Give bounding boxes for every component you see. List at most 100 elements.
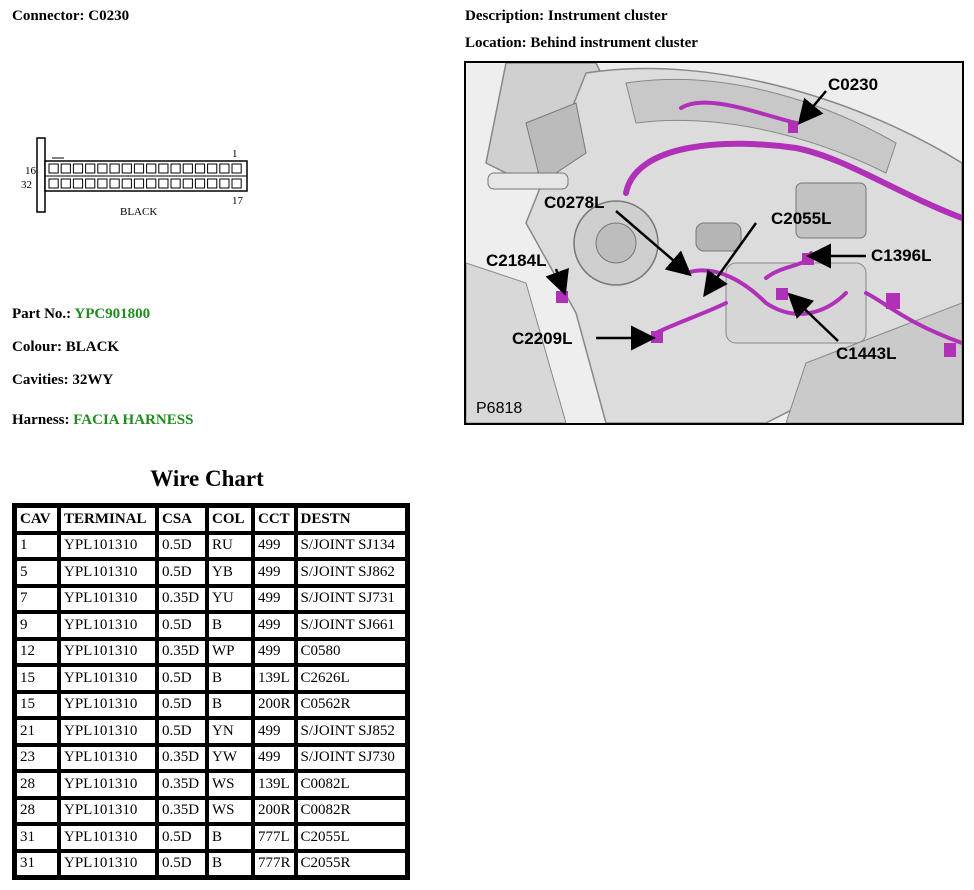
cavity-slot	[146, 163, 157, 174]
cavity-slot	[109, 163, 120, 174]
callout-c2209l: C2209L	[512, 329, 572, 348]
harness-link[interactable]: FACIA HARNESS	[73, 412, 194, 428]
colour-key: Colour:	[12, 339, 62, 355]
callout-c2055l: C2055L	[771, 209, 831, 228]
c2184l-connector-shape	[556, 291, 568, 303]
callout-c1443l: C1443L	[836, 344, 896, 363]
cavity-slot	[72, 178, 84, 189]
part-number: Part No.: YPC901800	[12, 306, 150, 323]
cell-cav: 23	[15, 744, 59, 771]
cell-col: YB	[207, 559, 253, 586]
cell-cct: 499	[253, 718, 296, 745]
header-terminal: TERMINAL	[59, 506, 157, 533]
callout-c0230: C0230	[828, 75, 878, 94]
cell-col: YN	[207, 718, 253, 745]
description-value: Instrument cluster	[547, 8, 668, 24]
cell-col: YW	[207, 744, 253, 771]
cavity-slot	[194, 163, 206, 174]
cell-cav: 28	[15, 771, 59, 798]
c1443l-connector-shape	[776, 288, 788, 300]
pin-label-16: 16	[25, 165, 37, 177]
cell-terminal: YPL101310	[59, 691, 157, 718]
cavities-key: Cavities:	[12, 372, 69, 388]
colour-value: BLACK	[65, 339, 120, 355]
cell-csa: 0.35D	[157, 638, 207, 665]
cavity-slot	[207, 178, 218, 189]
harness-key: Harness:	[12, 412, 70, 428]
cell-cav: 12	[15, 638, 59, 665]
cavity-slot	[60, 178, 71, 189]
cell-terminal: YPL101310	[59, 638, 157, 665]
pin-label-1: 1	[232, 148, 238, 160]
cell-col: B	[207, 665, 253, 692]
cell-col: WS	[207, 771, 253, 798]
cell-col: YU	[207, 585, 253, 612]
connector-id: C0230	[88, 8, 130, 24]
cell-terminal: YPL101310	[59, 824, 157, 851]
cell-destn: C0580	[295, 638, 407, 665]
cell-cct: 777L	[253, 824, 296, 851]
cell-cct: 777R	[253, 850, 296, 877]
description-label-key: Description:	[465, 8, 545, 24]
cell-destn: C2055L	[295, 824, 407, 851]
cell-destn: C0082R	[295, 797, 407, 824]
part-number-key: Part No.:	[12, 306, 72, 322]
cavity-slot	[85, 178, 96, 189]
cell-destn: C2626L	[295, 665, 407, 692]
harness: Harness: FACIA HARNESS	[12, 412, 193, 429]
callout-c2184l: C2184L	[486, 251, 546, 270]
cell-col: WP	[207, 638, 253, 665]
cell-csa: 0.5D	[157, 532, 207, 559]
cavity-slot	[133, 178, 145, 189]
cavity-slot	[121, 163, 132, 174]
part-number-link[interactable]: YPC901800	[74, 306, 151, 322]
header-cct: CCT	[253, 506, 296, 533]
cell-terminal: YPL101310	[59, 771, 157, 798]
cell-terminal: YPL101310	[59, 744, 157, 771]
header-csa: CSA	[157, 506, 207, 533]
location-value: Behind instrument cluster	[530, 35, 698, 51]
callout-arrows	[545, 90, 866, 351]
location-photo: C0230 C0278L C2055L C2184L C1396L C2209L…	[464, 61, 964, 425]
cell-csa: 0.5D	[157, 718, 207, 745]
cell-destn: C0082L	[295, 771, 407, 798]
cavity-slot	[48, 178, 59, 189]
location-label: Location: Behind instrument cluster	[465, 35, 698, 52]
header-destn: DESTN	[295, 506, 407, 533]
cell-cav: 31	[15, 850, 59, 877]
cavity-slot	[207, 163, 218, 174]
cell-csa: 0.5D	[157, 850, 207, 877]
cell-cct: 499	[253, 638, 296, 665]
cell-cct: 499	[253, 559, 296, 586]
cell-csa: 0.5D	[157, 824, 207, 851]
pin-label-17: 17	[232, 195, 244, 207]
cell-destn: C2055R	[295, 850, 407, 877]
cell-destn: S/JOINT SJ730	[295, 744, 407, 771]
edge-connector-shape	[944, 343, 956, 357]
connector-body-colour: BLACK	[120, 206, 157, 218]
cell-cav: 31	[15, 824, 59, 851]
harness-wiring	[623, 100, 962, 345]
cell-csa: 0.5D	[157, 612, 207, 639]
cell-cav: 1	[15, 532, 59, 559]
cavity-slot	[48, 163, 59, 174]
cell-terminal: YPL101310	[59, 665, 157, 692]
cell-cct: 200R	[253, 797, 296, 824]
cavity-slot	[133, 163, 145, 174]
cavities-value: 32WY	[72, 372, 114, 388]
cavity-slot	[158, 163, 169, 174]
cell-cav: 21	[15, 718, 59, 745]
cell-col: B	[207, 850, 253, 877]
cell-destn: S/JOINT SJ134	[295, 532, 407, 559]
cavity-slot	[219, 163, 230, 174]
callout-c1396l: C1396L	[871, 246, 931, 265]
cell-terminal: YPL101310	[59, 718, 157, 745]
cell-terminal: YPL101310	[59, 559, 157, 586]
